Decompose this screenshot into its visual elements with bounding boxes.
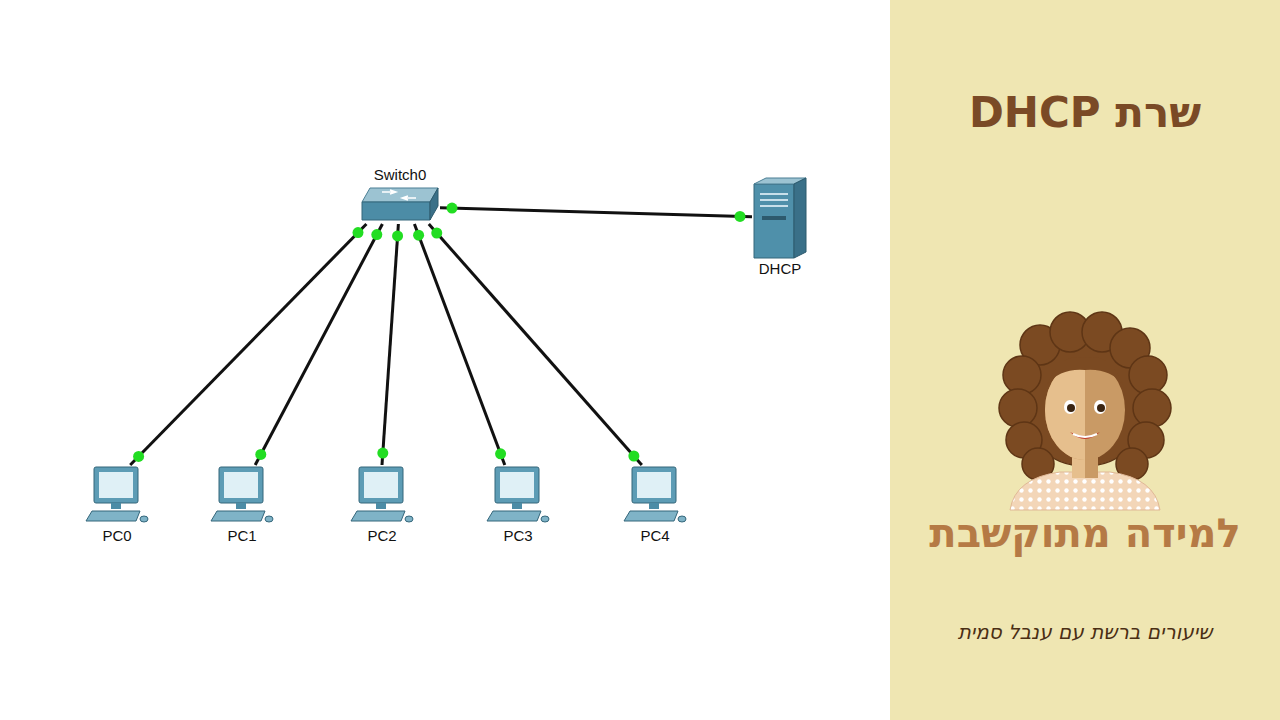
pc-icon [209,465,275,527]
device-label: PC0 [102,527,131,545]
side-panel [890,0,1280,720]
network-cable [382,224,398,465]
link-light [735,211,746,222]
device-label: PC4 [640,527,669,545]
link-light [133,451,144,462]
pc: PC0 [84,465,150,545]
pc: PC2 [349,465,415,545]
link-light [353,227,364,238]
network-cable [440,208,752,217]
device-label: Switch0 [374,166,427,184]
device-label: DHCP [759,260,802,278]
link-light [431,227,442,238]
switch-icon [360,184,440,224]
tagline: שיעורים ברשת עם ענבל סמית [890,620,1280,644]
network-switch: Switch0 [360,166,440,224]
device-label: PC1 [227,527,256,545]
link-light [413,230,424,241]
server: DHCP [752,176,808,278]
pc-icon [622,465,688,527]
server-icon [752,176,808,260]
pc-icon [349,465,415,527]
pc: PC3 [485,465,551,545]
pc: PC4 [622,465,688,545]
device-label: PC3 [503,527,532,545]
pc-icon [84,465,150,527]
link-light [371,229,382,240]
device-label: PC2 [367,527,396,545]
page-title: שרת DHCP [890,88,1280,137]
network-cable [429,224,642,465]
network-cable [130,224,366,465]
link-light [446,203,457,214]
logo-text: למידה מתוקשבת [890,510,1280,556]
link-light [255,449,266,460]
link-light [495,448,506,459]
avatar [999,312,1171,510]
link-light [377,448,388,459]
link-light [392,230,403,241]
pc: PC1 [209,465,275,545]
network-cable [255,224,382,465]
pc-icon [485,465,551,527]
link-light [628,451,639,462]
